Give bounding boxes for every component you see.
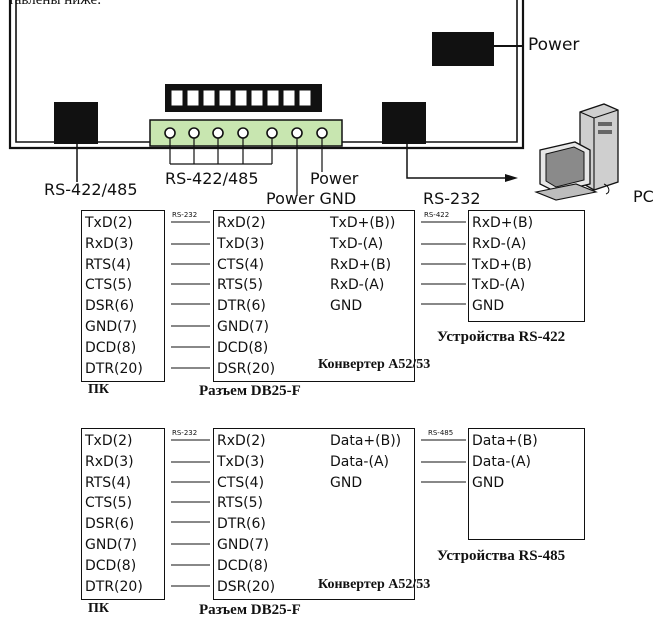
pc-signal: DSR(6): [85, 516, 135, 532]
converter-signal: TxD-(A): [330, 236, 384, 252]
connector-caption: Разъем DB25-F: [199, 383, 301, 399]
converter-signal: Data+(B)): [330, 433, 402, 449]
pc-signal: DTR(20): [85, 579, 143, 595]
device-signal: Data+(B): [472, 433, 538, 449]
db25-signal: DSR(20): [217, 579, 276, 595]
pc-signal: DSR(6): [85, 298, 135, 314]
link-label-left: RS-232: [172, 429, 198, 437]
pc-caption: ПК: [88, 601, 110, 616]
power-label: Power: [528, 35, 580, 55]
power-pin-label: Power: [310, 169, 359, 188]
pc-signal: CTS(5): [85, 277, 133, 293]
link-label-left: RS-232: [172, 211, 198, 219]
converter-box: [213, 428, 415, 600]
pc-signal: TxD(2): [85, 215, 133, 231]
pc-signal: DTR(20): [85, 361, 143, 377]
db25-signal: DTR(6): [217, 298, 266, 314]
db25-signal: TxD(3): [217, 236, 265, 252]
device-signal: TxD+(B): [472, 257, 532, 273]
pc-signal: DCD(8): [85, 340, 137, 356]
pc-label: PC: [633, 187, 654, 206]
pc-signal: RxD(3): [85, 236, 134, 252]
converter-signal: RxD-(A): [330, 277, 385, 293]
db25-signal: RTS(5): [217, 495, 263, 511]
rs232-port-label: RS-232: [423, 189, 481, 208]
db25-signal: DCD(8): [217, 558, 269, 574]
power-gnd-label: Power GND: [266, 189, 357, 208]
converter-signal: GND: [330, 475, 363, 491]
pc-signal: RTS(4): [85, 475, 131, 491]
pc-signal: CTS(5): [85, 495, 133, 511]
link-label-right: RS-485: [428, 429, 454, 437]
db25-signal: RxD(2): [217, 215, 266, 231]
pc-signal: GND(7): [85, 319, 137, 335]
converter-box: [213, 210, 415, 382]
pc-signal: RTS(4): [85, 257, 131, 273]
power-jack: [432, 32, 494, 66]
rs232-port: [382, 102, 426, 144]
device-signal: GND: [472, 475, 505, 491]
pc-signal: DCD(8): [85, 558, 137, 574]
device-box: [468, 210, 585, 322]
converter-signal: TxD+(B)): [330, 215, 396, 231]
rs422-485-port: [54, 102, 98, 144]
device-box: [468, 428, 585, 540]
db25-signal: DCD(8): [217, 340, 269, 356]
device-signal: TxD-(A): [472, 277, 526, 293]
terminal-label: RS-422/485: [165, 169, 259, 188]
device-caption: Устройства RS-422: [437, 329, 566, 345]
converter-signal: GND: [330, 298, 363, 314]
device-signal: Data-(A): [472, 454, 531, 470]
converter-name: Конвертер A52/53: [318, 577, 431, 592]
db25-signal: RxD(2): [217, 433, 266, 449]
device-caption: Устройства RS-485: [437, 548, 566, 564]
pc-box: [81, 428, 165, 600]
db25-signal: DTR(6): [217, 516, 266, 532]
pc-signal: GND(7): [85, 537, 137, 553]
rs422-485-port-label: RS-422/485: [44, 180, 138, 199]
pc-signal: TxD(2): [85, 433, 133, 449]
pc-caption: ПК: [88, 382, 110, 397]
converter-signal: RxD+(B): [330, 257, 392, 273]
converter-signal: Data-(A): [330, 454, 389, 470]
computer-icon: [534, 103, 619, 201]
db25-signal: GND(7): [217, 319, 269, 335]
connector-caption: Разъем DB25-F: [199, 602, 301, 618]
db25-signal: TxD(3): [217, 454, 265, 470]
link-label-right: RS-422: [424, 211, 450, 219]
converter-name: Конвертер A52/53: [318, 357, 431, 372]
db25-signal: CTS(4): [217, 475, 265, 491]
top-caption: тавлены ниже:: [8, 0, 102, 8]
db25-signal: DSR(20): [217, 361, 276, 377]
pc-box: [81, 210, 165, 382]
db25-signal: RTS(5): [217, 277, 263, 293]
device-signal: GND: [472, 298, 505, 314]
device-signal: RxD-(A): [472, 236, 527, 252]
db25-signal: CTS(4): [217, 257, 265, 273]
pc-signal: RxD(3): [85, 454, 134, 470]
db25-signal: GND(7): [217, 537, 269, 553]
device-signal: RxD+(B): [472, 215, 534, 231]
